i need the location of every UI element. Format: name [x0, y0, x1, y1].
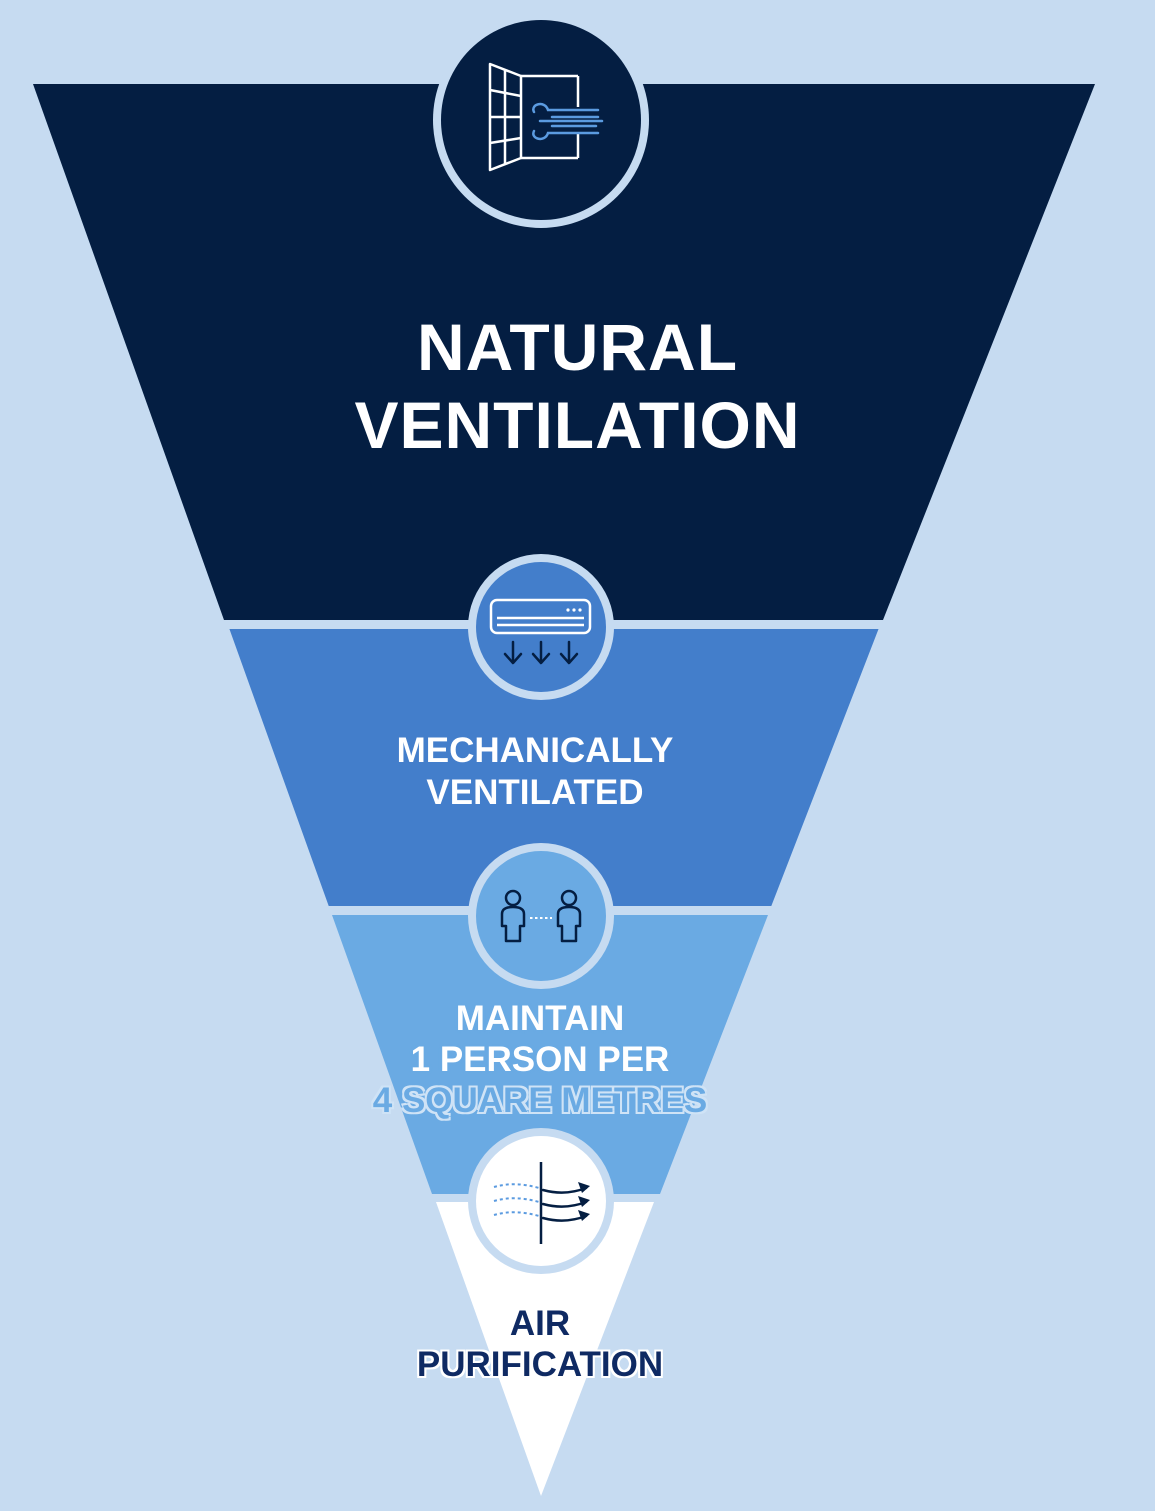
- label-line: NATURAL: [416, 310, 739, 384]
- level-air-purification-band: [436, 1202, 654, 1496]
- level-natural-ventilation-label: NATURAL VENTILATION: [0, 308, 1155, 464]
- label-line: VENTILATED: [426, 773, 644, 812]
- level-distancing-label: MAINTAIN 1 PERSON PER 4 SQUARE METRES: [0, 998, 1080, 1121]
- label-line: VENTILATION: [354, 388, 801, 462]
- label-line: AIR: [509, 1304, 571, 1343]
- two-people-distance-icon: [468, 843, 614, 989]
- label-line: MAINTAIN: [455, 999, 625, 1038]
- level-air-purification-label: AIR PURIFICATION: [0, 1303, 1080, 1385]
- label-line: 1 PERSON PER: [410, 1040, 670, 1079]
- level-mechanical-ventilation-label: MECHANICALLY VENTILATED: [0, 730, 1070, 814]
- level-distancing-band: [332, 915, 768, 1194]
- air-filter-icon: [468, 1128, 614, 1274]
- level-mechanical-ventilation-band: [226, 627, 882, 908]
- air-conditioner-icon: [468, 554, 614, 700]
- label-line: PURIFICATION: [416, 1345, 664, 1384]
- level-natural-ventilation-band: [33, 84, 1095, 620]
- label-line: MECHANICALLY: [396, 731, 674, 770]
- label-line: 4 SQUARE METRES: [372, 1081, 708, 1120]
- open-window-wind-icon: [433, 12, 649, 228]
